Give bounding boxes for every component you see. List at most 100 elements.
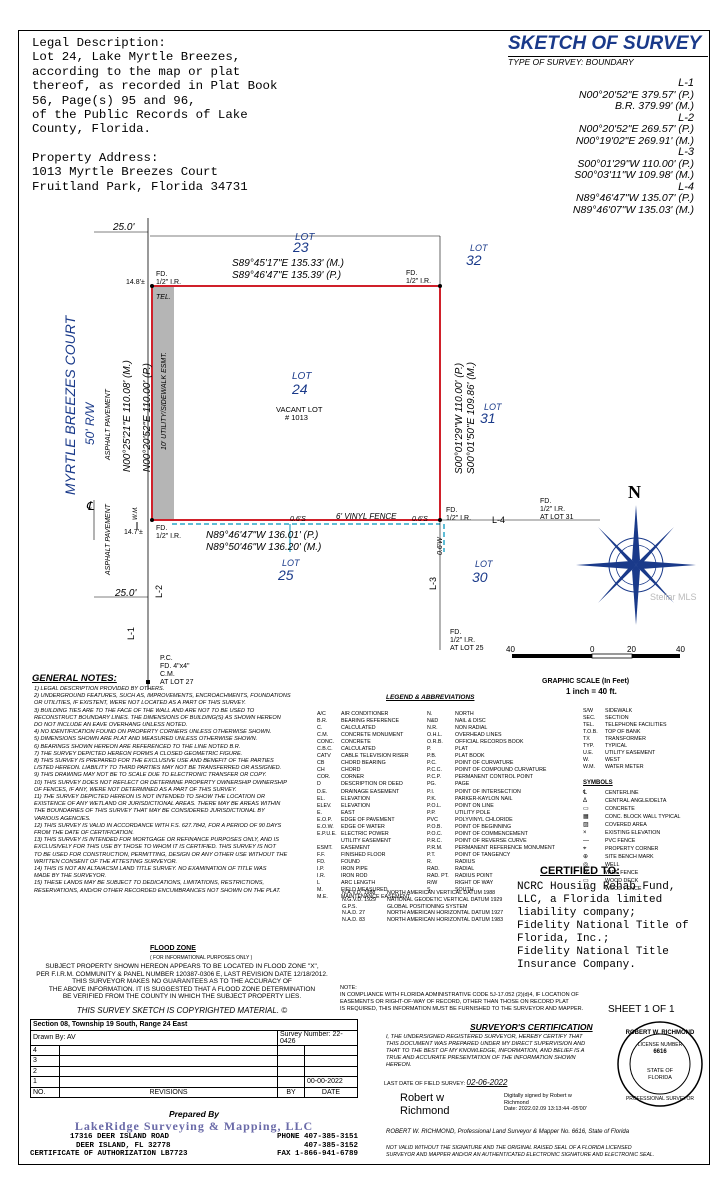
symbol-label: CONCRETE bbox=[605, 806, 635, 812]
note-line: 2) UNDERGROUND FEATURES, SUCH AS, IMPROV… bbox=[34, 693, 291, 700]
legal-description: Legal Description: Lot 24, Lake Myrtle B… bbox=[32, 36, 332, 194]
legend-cell: ELEV. bbox=[317, 802, 332, 809]
symbol-icon: ℄ bbox=[583, 790, 587, 796]
legend-cell: CONC. bbox=[317, 739, 335, 746]
legend-cell: M. bbox=[317, 887, 323, 894]
cert-line: TRUE AND ACCURATE PRESENTATION OF THE IN… bbox=[386, 1055, 576, 1061]
certified-line: Florida, Inc.; bbox=[517, 933, 610, 945]
rev-date bbox=[304, 1044, 358, 1056]
legend-cell: A/C bbox=[317, 711, 326, 717]
north-arrow-icon: N bbox=[576, 482, 696, 625]
note-line: EXISTENCE OF ANY WETLAND OR JURISDICTION… bbox=[34, 801, 281, 808]
note-line: RESERVATIONS, AND/OR OTHER RECORDED ENCU… bbox=[34, 887, 281, 894]
address-1: 17316 DEER ISLAND ROAD bbox=[70, 1133, 170, 1141]
section-cell: Section 08, Township 19 South, Range 24 … bbox=[30, 1019, 358, 1031]
legend-cell: SECTION bbox=[605, 715, 629, 722]
survey-title-box: SKETCH OF SURVEY TYPE OF SURVEY: BOUNDAR… bbox=[508, 33, 708, 67]
general-notes: 1) LEGAL DESCRIPTION PROVIDED BY OTHERS.… bbox=[34, 686, 314, 895]
survey-number: 22-0426 bbox=[280, 1030, 343, 1045]
road-row: 50' R/W bbox=[83, 401, 97, 445]
legend-row: TEL.TELEPHONE FACILITIES bbox=[583, 722, 703, 729]
legend-row: W.M.WATER METER bbox=[583, 764, 703, 771]
north-bearing-m: S89°45'17"E 135.33' (M.) bbox=[232, 258, 344, 269]
legend-cell: PG. bbox=[427, 781, 437, 788]
house-number: # 1013 bbox=[285, 413, 308, 422]
digi-line: Digitally signed by Robert w bbox=[504, 1093, 572, 1099]
legend-cell: RADIUS POINT bbox=[455, 873, 493, 880]
legend-cell: FOUND bbox=[341, 858, 360, 865]
fd-sw: FD. bbox=[156, 525, 167, 532]
legend-cell: POINT OF COMMENCEMENT bbox=[455, 830, 528, 837]
legend-row: SEC.SECTION bbox=[583, 715, 703, 722]
datum-name: NORTH AMERICAN VERTICAL DATUM 1988 bbox=[387, 890, 496, 896]
symbol-row: ⊕SITE BENCH MARK bbox=[583, 853, 703, 861]
legend-cell: N. bbox=[427, 711, 433, 717]
legend-cell: O.R.B. bbox=[427, 739, 443, 746]
surveyor-cert-body: I, THE UNDERSIGNED REGISTERED SURVEYOR, … bbox=[386, 1034, 616, 1069]
legend-cell: ESMT. bbox=[317, 844, 333, 851]
symbol-icon: ⊕ bbox=[583, 854, 589, 860]
legend-cell: UTILITY EASEMENT bbox=[605, 750, 656, 757]
legend-cell: UTILITY POLE bbox=[455, 809, 491, 816]
south-bearing-p: N89°46'47"W 136.01' (P.) bbox=[206, 530, 318, 541]
survey-number-cell: Survey Number: 22-0426 bbox=[277, 1029, 358, 1046]
rev-cell bbox=[59, 1065, 278, 1077]
certified-line: liability company; bbox=[517, 907, 636, 919]
symbol-icon: ▦ bbox=[583, 814, 589, 820]
datum-code: N.A.V.D. 1988 bbox=[342, 890, 376, 896]
legend-cell: WEST bbox=[605, 757, 621, 764]
lot-25-number: 25 bbox=[277, 567, 294, 583]
datum-code: N.A.D. 83 bbox=[342, 917, 365, 924]
note-line: WRITTEN CONSENT OF THE ATTESTING SURVEYO… bbox=[34, 858, 178, 865]
fd-31-at: AT LOT 31 bbox=[540, 514, 574, 521]
legend-cell: C.M. bbox=[317, 732, 329, 739]
note-line: 10) THIS SURVEY DOES NOT REFLECT OR DETE… bbox=[34, 779, 288, 786]
scale-sub: 1 inch = 40 ft. bbox=[566, 687, 617, 696]
survey-sketch: ℄ 25.0' 25.0' MYRTLE BREEZES COURT 50' R… bbox=[62, 218, 696, 690]
legal-line: according to the map or plat bbox=[32, 64, 241, 79]
legend-cell: C.B.C. bbox=[317, 746, 333, 753]
legend-cell: L bbox=[317, 880, 320, 887]
company-name: LakeRidge Surveying & Mapping, LLC bbox=[74, 1119, 314, 1133]
note-line: 15) THESE LANDS MAY BE SUBJECT TO DEDICA… bbox=[34, 880, 264, 887]
scale-tick: 20 bbox=[627, 645, 636, 654]
legend-cell: CB bbox=[317, 760, 325, 767]
note-line: EASEMENTS OR RIGHT-OF-WAY OF RECORD, OTH… bbox=[340, 999, 569, 1005]
legal-line: thereof, as recorded in Plat Book bbox=[32, 79, 278, 94]
graphic-scale: 40 0 20 40 bbox=[506, 645, 685, 659]
road-name: MYRTLE BREEZES COURT bbox=[62, 314, 78, 495]
line-row: N00°19'02"E 269.91' (M.) bbox=[575, 134, 694, 147]
signature-line: ROBERT W. RICHMOND, Professional Land Su… bbox=[386, 1129, 630, 1135]
pc-at: AT LOT 27 bbox=[160, 679, 194, 686]
rev-cell bbox=[59, 1044, 278, 1056]
offset-147: 14.7'± bbox=[124, 529, 143, 536]
legend-cell: E.P.U.E. bbox=[317, 830, 337, 837]
survey-title: SKETCH OF SURVEY bbox=[508, 33, 708, 57]
fence-offset-1: 0.6'S bbox=[290, 516, 306, 523]
legal-line: of the Public Records of Lake bbox=[32, 108, 248, 123]
fd-nw: FD. bbox=[156, 271, 167, 278]
rev-by bbox=[277, 1044, 305, 1056]
line-row: S00°01'29"W 110.00' (P.) bbox=[577, 157, 694, 170]
valid-line: SURVEYOR AND MAPPER AND/OR AN AUTHENTICA… bbox=[386, 1151, 655, 1158]
east-bearing-p: S00°01'29"W 110.00' (P.) bbox=[454, 363, 465, 474]
symbol-row: ⌖PROPERTY CORNER bbox=[583, 845, 703, 853]
symbol-label: CONC. BLOCK WALL TYPICAL bbox=[605, 814, 681, 820]
west-bearing-m: N00°25'21"E 110.08' (M.) bbox=[122, 360, 133, 472]
legend-cell: ELEVATION bbox=[341, 795, 370, 802]
watermark: Stellar MLS bbox=[650, 592, 697, 602]
legal-line: Lot 24, Lake Myrtle Breezes, bbox=[32, 50, 241, 65]
legend-cell: N&D bbox=[427, 718, 439, 725]
symbol-label: WOOD FENCE bbox=[605, 886, 642, 892]
note-line: 1) LEGAL DESCRIPTION PROVIDED BY OTHERS. bbox=[34, 686, 165, 692]
flood-line: THE ABOVE INFORMATION. IT IS SUGGESTED T… bbox=[48, 985, 316, 993]
legend-cell: RADIUS bbox=[455, 858, 476, 865]
lot-25-label: LOT bbox=[282, 558, 301, 568]
